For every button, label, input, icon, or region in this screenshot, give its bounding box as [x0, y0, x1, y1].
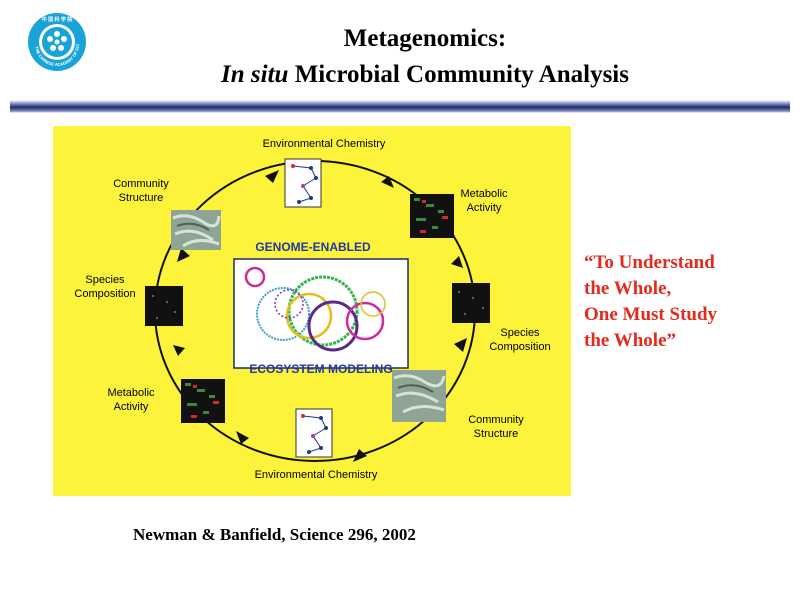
cycle-arrow: [177, 248, 190, 262]
label-metabolic-left-2: Activity: [113, 401, 149, 413]
community-texture-left: [171, 210, 221, 250]
label-species-right-1: Species: [500, 327, 540, 339]
center-bottom-label: ECOSYSTEM MODELING: [249, 362, 393, 376]
cycle-arrow: [451, 256, 463, 268]
label-env-chem-bottom: Environmental Chemistry: [254, 469, 378, 481]
species-square-left: [145, 286, 183, 326]
label-metabolic-left-1: Metabolic: [107, 387, 155, 399]
cycle-diagram-svg: [145, 158, 490, 462]
species-square-right: [452, 283, 490, 323]
label-community-right: Community Structure: [453, 413, 539, 441]
env-chem-bottom-thumbnail: [295, 408, 333, 458]
label-species-left-2: Composition: [74, 288, 136, 300]
ecosystem-diagram: GENOME-ENABLED ECOSYSTEM MODELING Enviro…: [53, 126, 571, 496]
label-metabolic-right: Metabolic Activity: [449, 187, 519, 215]
label-metabolic-right-1: Metabolic: [460, 188, 508, 200]
label-community-left-1: Community: [113, 178, 169, 190]
label-community-left-2: Structure: [118, 192, 164, 204]
quote-line-3: One Must Study: [584, 304, 718, 325]
label-community-right-2: Structure: [473, 428, 519, 440]
cycle-arrow: [381, 176, 394, 188]
svg-text:中 国 科 学 院: 中 国 科 学 院: [42, 16, 73, 23]
genome-circles: [244, 266, 386, 352]
cycle-arrow: [265, 170, 279, 183]
cas-seal-icon: 中 国 科 学 院 THE CHINESE ACADEMY OF SCIENCE…: [27, 12, 86, 71]
label-species-left-1: Species: [85, 274, 125, 286]
slide-subtitle: In situ Microbial Community Analysis: [0, 60, 800, 90]
citation: Newman & Banfield, Science 296, 2002: [133, 525, 416, 544]
quote-line-2: the Whole,: [584, 278, 672, 299]
label-species-right-2: Composition: [489, 341, 551, 353]
slide-title: Metagenomics:: [343, 25, 507, 52]
quote-line-4: the Whole”: [584, 330, 677, 351]
title-divider: [10, 100, 790, 113]
cycle-arrow: [173, 345, 185, 356]
label-community-left: Community Structure: [97, 177, 185, 205]
center-top-label: GENOME-ENABLED: [255, 240, 371, 254]
quote: “To Understand the Whole, One Must Study…: [584, 250, 794, 354]
quote-line-1: “To Understand: [584, 252, 715, 273]
cycle-arrow: [353, 449, 367, 462]
label-community-right-1: Community: [468, 414, 524, 426]
cycle-arrow: [236, 431, 249, 444]
metabolic-heatmap-left: [181, 379, 225, 423]
label-metabolic-right-2: Activity: [466, 202, 502, 214]
community-texture-right: [392, 370, 446, 422]
cycle-arrow: [454, 338, 467, 352]
label-env-chem-top: Environmental Chemistry: [262, 138, 386, 150]
label-species-right: Species Composition: [478, 326, 562, 354]
env-chem-top-thumbnail: [284, 158, 322, 208]
metabolic-heatmap-right: [410, 194, 454, 238]
label-metabolic-left: Metabolic Activity: [96, 386, 166, 414]
subtitle-italic: In situ: [221, 61, 289, 88]
label-species-left: Species Composition: [63, 273, 147, 301]
subtitle-rest: Microbial Community Analysis: [288, 61, 629, 88]
